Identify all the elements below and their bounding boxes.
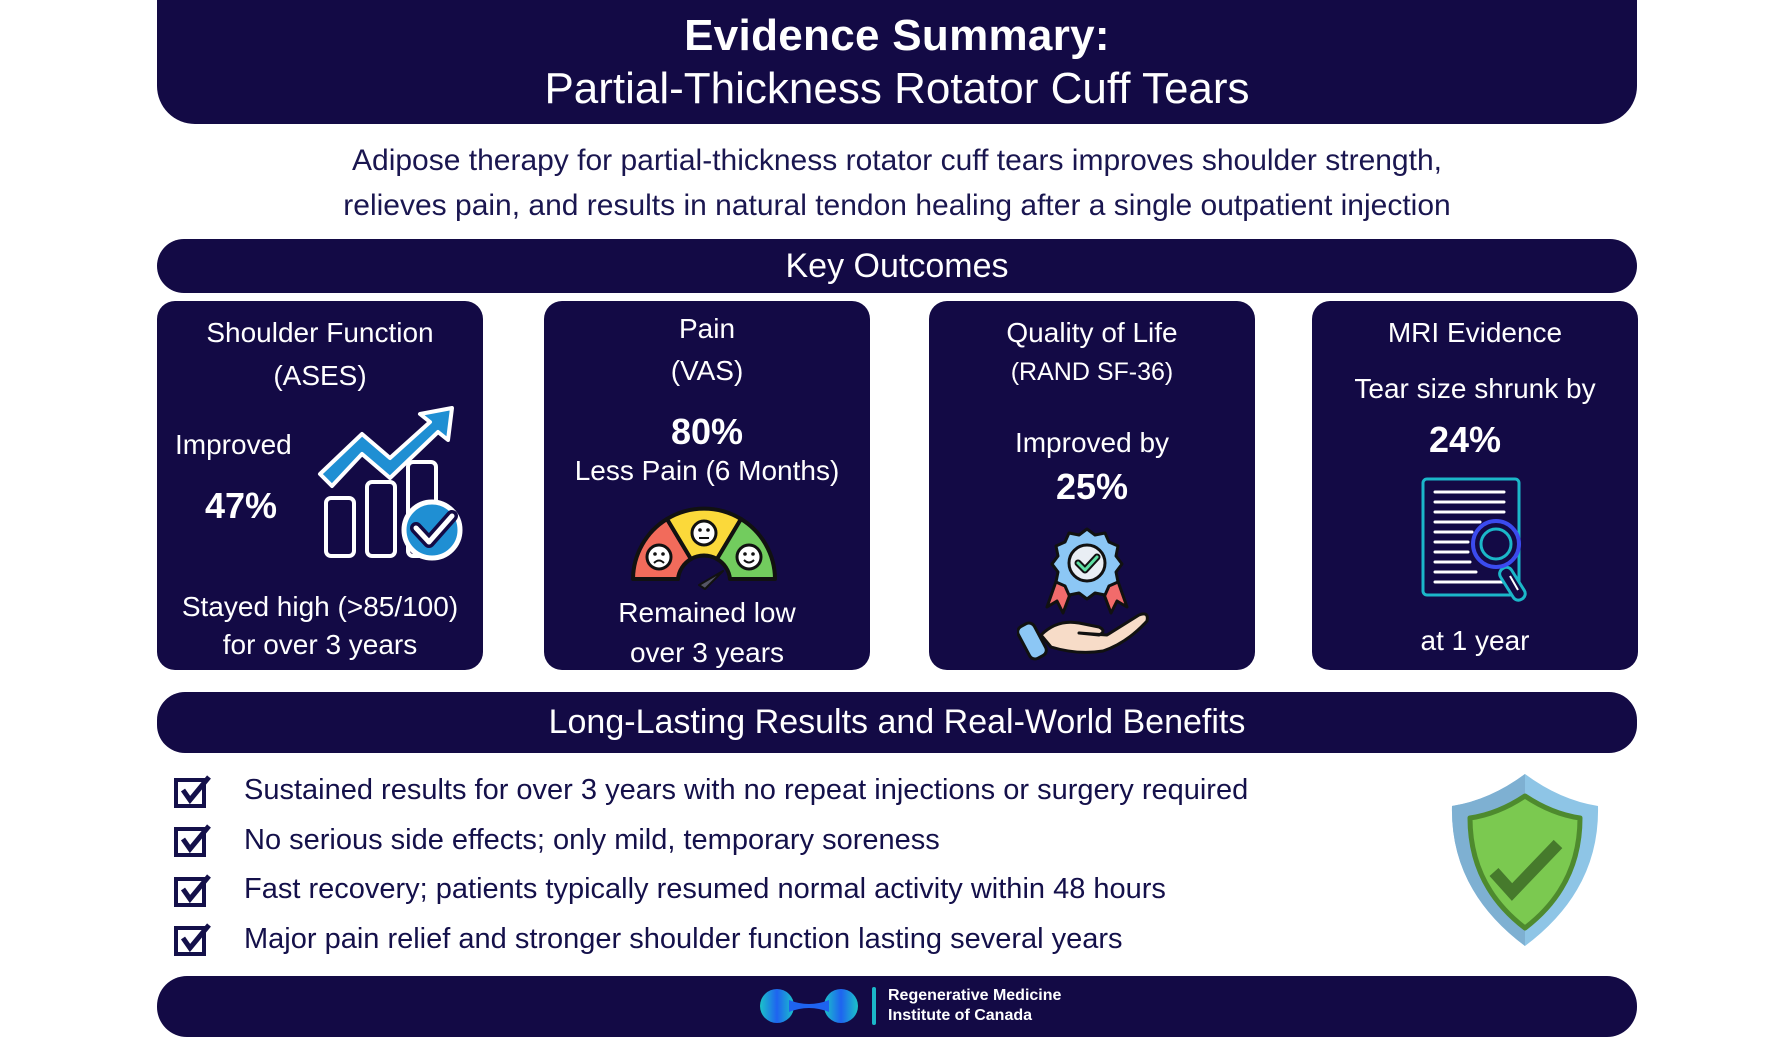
card-note-line-1: Remained low (618, 597, 796, 628)
card-value: 24% (1428, 419, 1502, 460)
intro-summary: Adipose therapy for partial-thickness ro… (157, 138, 1637, 228)
growth-chart-check-icon (318, 406, 463, 561)
key-outcomes-heading: Key Outcomes (157, 239, 1637, 293)
card-note-line-1: at 1 year (1420, 625, 1530, 656)
list-item: Fast recovery; patients typically resume… (174, 865, 1374, 915)
list-item: Sustained results for over 3 years with … (174, 766, 1374, 816)
card-value: 47% (205, 485, 278, 526)
benefit-text: Fast recovery; patients typically resume… (244, 873, 1166, 906)
intro-line-1: Adipose therapy for partial-thickness ro… (352, 144, 1442, 177)
card-label: Tear size shrunk by (1354, 373, 1596, 404)
organization-name-line-2: Institute of Canada (888, 1007, 1033, 1024)
checkbox-checked-icon (174, 874, 211, 907)
card-title: MRI Evidence (1387, 317, 1563, 348)
intro-line-2: relieves pain, and results in natural te… (343, 189, 1451, 222)
card-label: Improved (175, 429, 292, 460)
card-note-line-2: for over 3 years (222, 629, 418, 660)
card-value: 25% (1055, 466, 1129, 507)
document-magnifier-icon (1421, 477, 1527, 602)
outcome-card-mri-evidence: MRI Evidence Tear size shrunk by 24% at … (1312, 301, 1638, 670)
shield-check-icon (1451, 774, 1599, 946)
page-subtitle: Partial-Thickness Rotator Cuff Tears (544, 64, 1250, 113)
page-title: Evidence Summary: (684, 11, 1110, 60)
organization-logo-icon (760, 989, 858, 1023)
card-note-line-2: over 3 years (629, 637, 785, 668)
benefit-text: Major pain relief and stronger shoulder … (244, 922, 1123, 955)
list-item: Major pain relief and stronger shoulder … (174, 915, 1374, 965)
footer-banner: Regenerative Medicine Institute of Canad… (157, 976, 1637, 1037)
checkbox-checked-icon (174, 923, 211, 957)
card-note-line-1: Stayed high (>85/100) (181, 591, 459, 622)
benefits-heading: Long-Lasting Results and Real-World Bene… (157, 692, 1637, 753)
organization-name: Regenerative Medicine Institute of Canad… (888, 986, 1061, 1026)
card-subtitle: (RAND SF-36) (1010, 358, 1174, 386)
benefits-list: Sustained results for over 3 years with … (174, 766, 1374, 964)
card-value: 80% (670, 411, 744, 452)
checkbox-checked-icon (174, 775, 211, 808)
card-title: Pain (678, 313, 736, 344)
benefit-text: Sustained results for over 3 years with … (244, 774, 1249, 807)
award-hand-icon (1017, 527, 1149, 661)
outcome-card-pain: Pain (VAS) 80% Less Pain (6 Months) Rema… (544, 301, 870, 670)
card-label: Improved by (1014, 427, 1170, 458)
benefit-text: No serious side effects; only mild, temp… (244, 823, 940, 856)
card-title: Quality of Life (1006, 317, 1178, 348)
card-title: Shoulder Function (206, 317, 434, 348)
header-banner: Evidence Summary: Partial-Thickness Rota… (157, 0, 1637, 124)
checkbox-checked-icon (174, 824, 211, 858)
card-label: Less Pain (6 Months) (574, 455, 840, 486)
organization-name-line-1: Regenerative Medicine (888, 987, 1062, 1004)
card-subtitle: (ASES) (273, 360, 367, 391)
logo-divider (872, 987, 876, 1025)
card-subtitle: (VAS) (670, 355, 744, 386)
list-item: No serious side effects; only mild, temp… (174, 816, 1374, 866)
outcome-card-quality-of-life: Quality of Life (RAND SF-36) Improved by… (929, 301, 1255, 670)
outcome-card-shoulder-function: Shoulder Function (ASES) Improved 47% St… (157, 301, 483, 670)
pain-gauge-icon (631, 506, 777, 590)
